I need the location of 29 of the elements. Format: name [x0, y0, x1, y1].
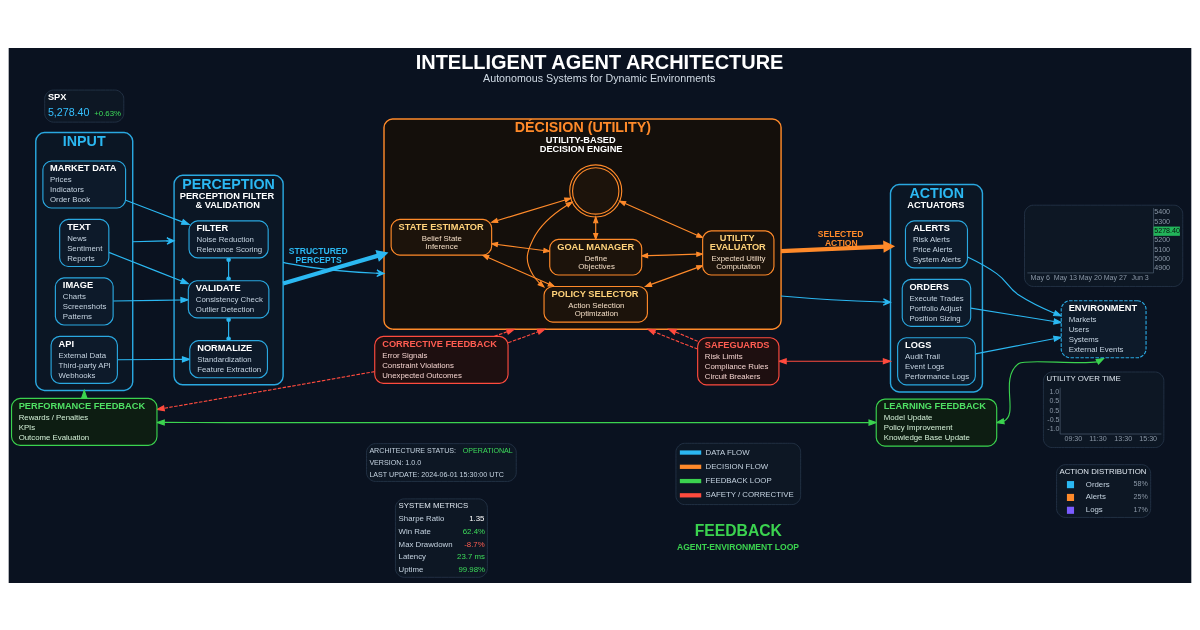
- legend-label: DATA FLOW: [705, 447, 750, 457]
- legend-label: SAFETY / CORRECTIVE: [705, 489, 794, 499]
- label: -8.7%: [464, 539, 485, 548]
- label: Latency: [398, 551, 427, 561]
- label: 62.4%: [462, 526, 485, 536]
- label: 1.35: [469, 513, 485, 523]
- label: 99.98%: [458, 564, 486, 574]
- label: Win Rate: [398, 526, 431, 536]
- legend-label: DECISION FLOW: [705, 461, 769, 471]
- edge-label: SELECTED ACTION: [817, 228, 864, 248]
- label: Alerts: [1085, 491, 1106, 501]
- label: +0.63%: [94, 108, 122, 118]
- diagram-title: INTELLIGENT AGENT ARCHITECTURE: [415, 50, 784, 73]
- label: ACTION DISTRIBUTION: [1059, 466, 1147, 476]
- label: UTILITY OVER TIME: [1046, 373, 1121, 383]
- label: SYSTEM METRICS: [398, 500, 469, 510]
- label: Sharpe Ratio: [398, 513, 445, 523]
- caption: Autonomous Systems for Dynamic Environments: [483, 71, 716, 83]
- label: FEEDBACK: [694, 521, 782, 539]
- label: 23.7 ms: [457, 551, 485, 561]
- edge-label: STRUCTURED PERCEPTS: [288, 245, 348, 265]
- label: Uptime: [398, 564, 424, 574]
- label: Orders: [1085, 479, 1110, 489]
- label: Logs: [1085, 504, 1103, 514]
- label: SPX: [47, 91, 67, 102]
- label: Max Drawdown: [398, 539, 453, 548]
- legend-label: FEEDBACK LOOP: [705, 475, 772, 485]
- label: 5,278.40: [47, 105, 90, 118]
- label: AGENT-ENVIRONMENT LOOP: [676, 541, 800, 552]
